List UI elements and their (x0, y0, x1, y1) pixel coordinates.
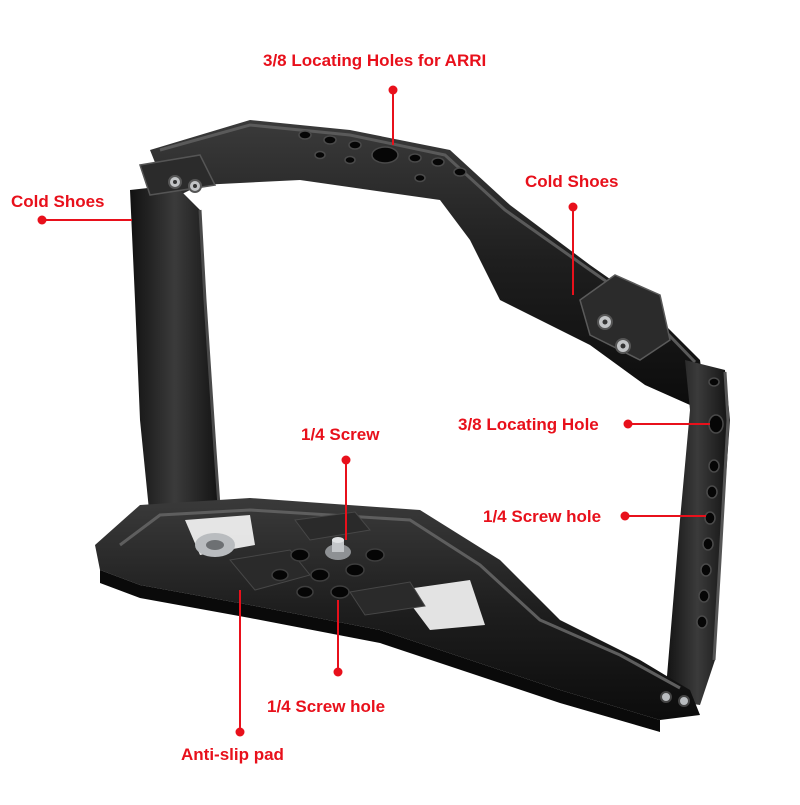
base-plate-top-face (119, 508, 681, 690)
silver-washer (195, 533, 235, 557)
corner-screws (660, 691, 690, 707)
dot-anti-slip-pad (235, 727, 245, 737)
left-upright (130, 185, 220, 530)
dot-screw-hole-right (620, 511, 630, 521)
base-cutout-right (400, 580, 485, 630)
label-top-locating-holes: 3/8 Locating Holes for ARRI (263, 51, 487, 70)
left-upright-inner-edge (198, 209, 222, 521)
left-cold-shoe-block (139, 154, 217, 196)
label-anti-slip-pad: Anti-slip pad (181, 745, 284, 764)
right-cold-shoe-block (579, 274, 671, 361)
top-handle-bar (150, 120, 705, 405)
right-upright (665, 360, 730, 705)
label-screw-hole-bottom: 1/4 Screw hole (267, 697, 386, 716)
dot-top-holes (388, 85, 398, 95)
quarter-screw (325, 537, 351, 560)
dot-cold-shoes-right (568, 202, 578, 212)
dot-quarter-screw (341, 455, 351, 465)
base-holes (271, 548, 385, 599)
label-cold-shoes-right: Cold Shoes (525, 172, 619, 191)
dot-screw-hole-bottom (333, 667, 343, 677)
anti-slip-pad-group (229, 511, 426, 616)
right-upright-edge (712, 371, 730, 661)
label-screw-hole-right: 1/4 Screw hole (483, 507, 602, 526)
label-cold-shoes-left: Cold Shoes (11, 192, 105, 211)
dot-cold-shoes-left (37, 215, 47, 225)
right-upright-holes (696, 377, 724, 629)
label-locating-hole: 3/8 Locating Hole (458, 415, 599, 434)
label-quarter-screw: 1/4 Screw (301, 425, 380, 444)
dot-locating-hole (623, 419, 633, 429)
annotation-layer (37, 85, 710, 737)
top-bar-holes (298, 130, 467, 183)
